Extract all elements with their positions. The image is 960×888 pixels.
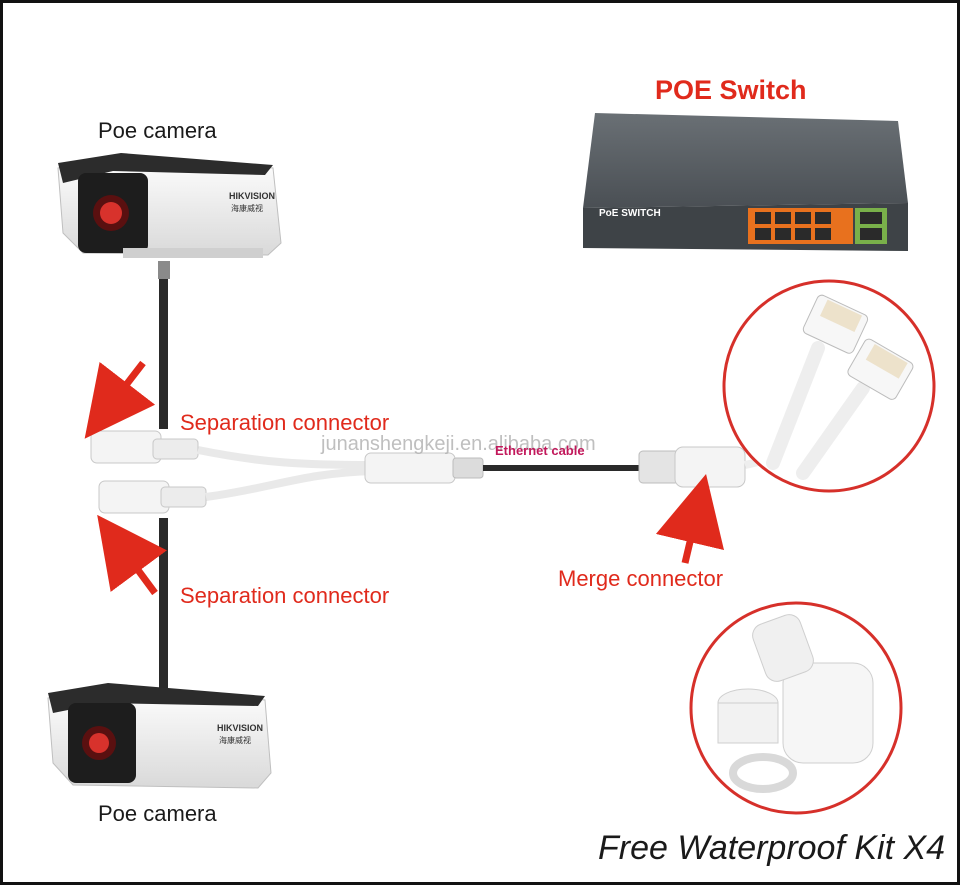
arrow-separation-top bbox=[84, 360, 156, 439]
camera-label-top: Poe camera bbox=[98, 118, 217, 143]
poe-camera-top bbox=[57, 153, 282, 279]
camera-cable-bottom bbox=[159, 518, 168, 688]
separation-connector-label-bottom: Separation connector bbox=[180, 583, 390, 608]
ethernet-cable-label: Ethernet cable bbox=[495, 443, 585, 458]
waterproof-kit-label: Free Waterproof Kit X4 bbox=[598, 829, 946, 867]
rj45-detail-circle bbox=[722, 279, 936, 493]
waterproof-kit-circle bbox=[689, 601, 903, 815]
camera-brand-bottom: HIKVISION bbox=[217, 723, 264, 733]
switch-brand-text: PoE SWITCH bbox=[599, 208, 661, 219]
separation-connectors bbox=[90, 430, 484, 514]
arrow-merge bbox=[655, 473, 725, 564]
poe-switch-device bbox=[583, 113, 908, 251]
camera-brand-sub-top: 海康威视 bbox=[231, 204, 263, 213]
camera-brand-top: HIKVISION bbox=[229, 191, 276, 201]
separation-connector-label-top: Separation connector bbox=[180, 410, 390, 435]
poe-switch-title: POE Switch bbox=[655, 75, 807, 105]
arrows bbox=[84, 360, 725, 596]
camera-cable-top bbox=[159, 279, 168, 429]
camera-label-bottom: Poe camera bbox=[98, 801, 217, 826]
ethernet-cable bbox=[483, 465, 641, 471]
arrow-separation-bottom bbox=[97, 514, 167, 596]
camera-brand-sub-bottom: 海康威视 bbox=[219, 736, 251, 745]
merge-connector-label: Merge connector bbox=[558, 566, 724, 591]
watermark: junanshengkeji.en.alibaba.com bbox=[321, 433, 596, 455]
diagram-artwork bbox=[47, 113, 936, 815]
poe-camera-bottom bbox=[47, 518, 272, 789]
